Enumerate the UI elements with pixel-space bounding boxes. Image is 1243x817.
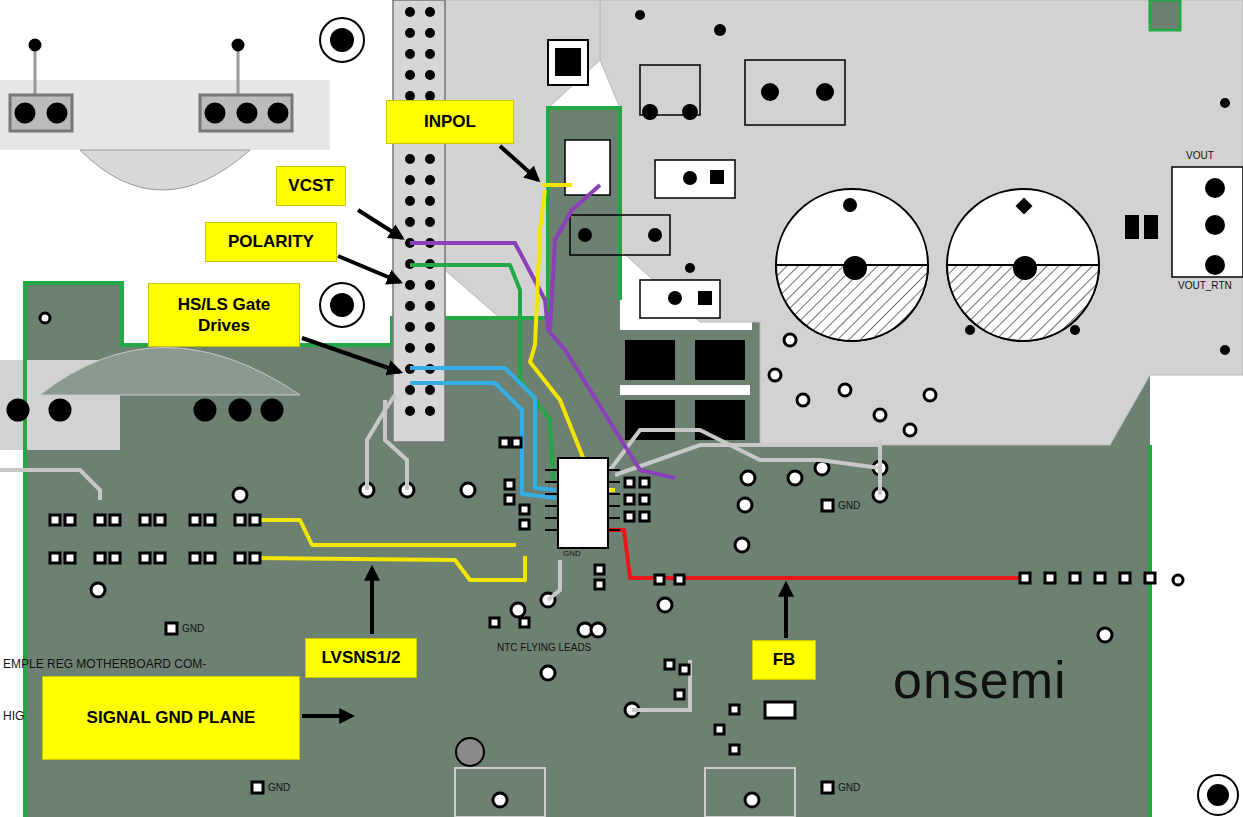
callout-box: FB — [752, 640, 816, 680]
component-outline — [745, 60, 845, 125]
electrolytic-capacitor — [776, 189, 1099, 341]
callout-text: LVSNS1/2 — [321, 647, 400, 668]
silkscreen-label: EMPLE REG MOTHERBOARD COM- — [3, 658, 206, 671]
traces — [0, 395, 880, 710]
callout-box: VCST — [276, 166, 346, 206]
callout-text: SIGNAL GND PLANE — [87, 707, 256, 728]
silkscreen-label: GND — [838, 782, 860, 793]
silkscreen-label: VOUT — [1186, 150, 1214, 161]
silkscreen-label: HIG — [3, 710, 24, 723]
callout-text: HS/LS Gate Drives — [157, 294, 291, 337]
ground-plane — [25, 108, 1150, 817]
component-outline — [570, 215, 670, 255]
header-connector — [393, 0, 445, 442]
silkscreen-label: NTC FLYING LEADS — [497, 642, 591, 653]
copper-arc — [40, 348, 300, 396]
vout-copper — [600, 0, 1243, 445]
controller-ic — [558, 458, 608, 548]
mounting-hole — [320, 18, 1238, 815]
callout-text: INPOL — [424, 111, 476, 132]
silkscreen-label: GND — [182, 623, 204, 634]
component-outline — [655, 160, 735, 198]
output-connector — [1172, 167, 1243, 277]
output-pins — [1205, 178, 1225, 275]
silkscreen-label: GND — [268, 782, 290, 793]
logo-text: onsemi — [893, 652, 1067, 709]
callout-box: HS/LS Gate Drives — [148, 283, 300, 347]
callout-box: POLARITY — [205, 222, 337, 262]
sot-package — [555, 48, 581, 76]
bottom-parts — [455, 738, 795, 817]
plane-outline — [1150, 0, 1180, 30]
header-pins — [405, 7, 435, 416]
smd-pads — [1125, 215, 1139, 239]
silkscreen-label: GND — [563, 550, 581, 559]
signal-traces — [250, 185, 1030, 580]
ic-pins — [545, 470, 620, 530]
callout-box: LVSNS1/2 — [305, 638, 417, 678]
plane-outline — [548, 108, 620, 318]
plane-outline — [1148, 445, 1152, 817]
vias — [965, 98, 1230, 355]
component-outline — [640, 280, 720, 318]
callout-text: POLARITY — [228, 231, 314, 252]
copper-arc — [80, 150, 250, 190]
callout-text: FB — [773, 649, 796, 670]
callout-box: SIGNAL GND PLANE — [42, 676, 300, 760]
inductor-outline — [620, 385, 750, 395]
sot-package — [548, 40, 588, 85]
copper-top-left — [0, 80, 330, 150]
vias — [40, 313, 1183, 717]
callout-text: VCST — [288, 175, 333, 196]
silkscreen-label: VOUT_RTN — [1178, 280, 1232, 291]
callout-arrows — [302, 146, 786, 716]
smd-pads — [1144, 215, 1158, 239]
plane-outline — [25, 283, 548, 817]
callout-box: INPOL — [386, 100, 514, 144]
silkscreen-label: GND — [838, 500, 860, 511]
